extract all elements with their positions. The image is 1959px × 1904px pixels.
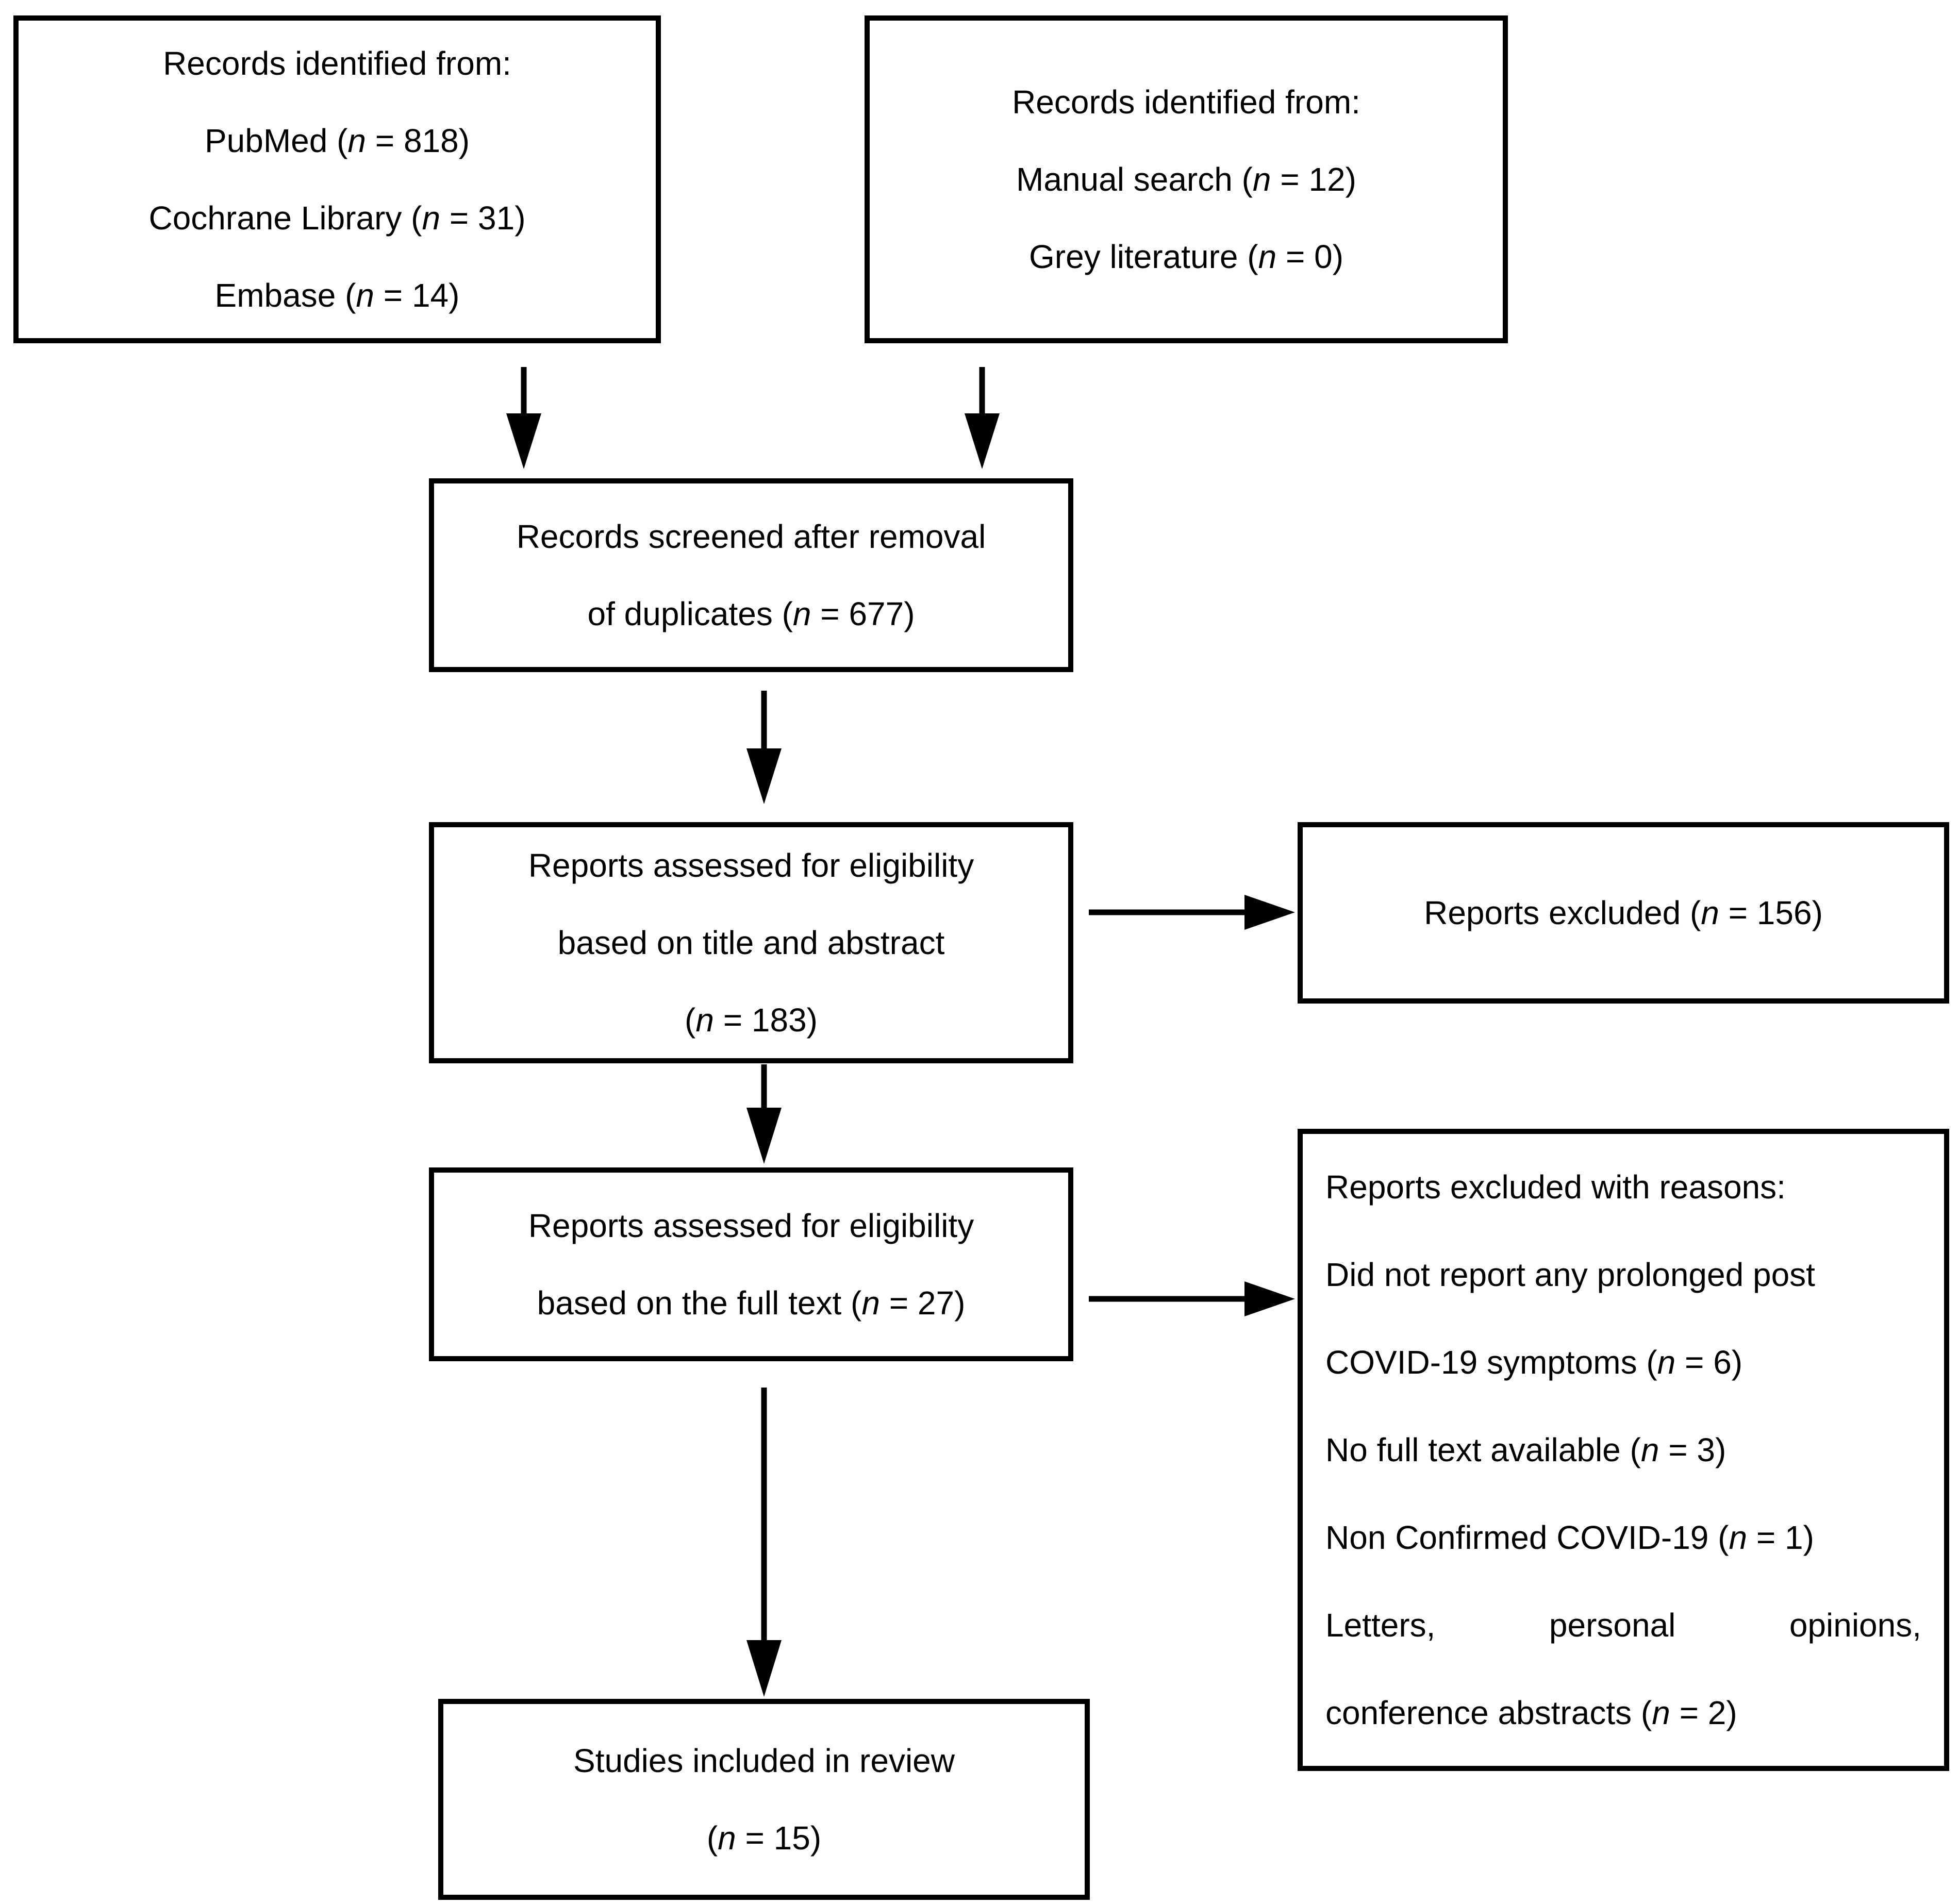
arrow-databases-to-screening: [506, 367, 541, 469]
text-line: Records identified from:: [1012, 83, 1360, 121]
arrow-full-text-to-included: [746, 1388, 782, 1697]
text-line: Reports excluded with reasons:: [1325, 1168, 1786, 1206]
text-line: (n = 183): [685, 1001, 818, 1039]
arrow-title-abstract-to-excluded: [1089, 895, 1295, 930]
text-line: PubMed (n = 818): [204, 122, 470, 159]
text-line: conference abstracts (n = 2): [1325, 1694, 1737, 1731]
text-line: Reports excluded (n = 156): [1424, 894, 1823, 931]
box-studies-included: Studies included in review (n = 15): [438, 1699, 1090, 1900]
text-line: Records screened after removal: [516, 518, 986, 555]
text-line: Did not report any prolonged post: [1325, 1256, 1815, 1293]
text-line: Records identified from:: [163, 45, 511, 82]
box-records-identified-other: Records identified from: Manual search (…: [865, 15, 1508, 343]
arrow-manual-search-to-screening: [965, 367, 1000, 469]
text-line: Grey literature (n = 0): [1029, 238, 1343, 275]
arrow-screening-to-title-abstract: [746, 691, 782, 804]
box-records-identified-databases: Records identified from: PubMed (n = 818…: [13, 15, 661, 343]
box-assessed-title-abstract: Reports assessed for eligibility based o…: [429, 822, 1073, 1063]
text-line: Studies included in review: [573, 1742, 955, 1779]
text-line: Manual search (n = 12): [1016, 161, 1356, 198]
box-reports-excluded-reasons: Reports excluded with reasons: Did not r…: [1298, 1129, 1949, 1771]
text-line: based on title and abstract: [557, 924, 945, 961]
text-line: (n = 15): [706, 1819, 822, 1857]
arrow-full-text-to-excluded-reasons: [1089, 1281, 1295, 1316]
text-line: COVID-19 symptoms (n = 6): [1325, 1344, 1743, 1381]
text-line: Reports assessed for eligibility: [528, 847, 974, 884]
text-line: Non Confirmed COVID-19 (n = 1): [1325, 1519, 1814, 1556]
text-line: Reports assessed for eligibility: [528, 1207, 974, 1244]
box-assessed-full-text: Reports assessed for eligibility based o…: [429, 1167, 1073, 1361]
text-line: No full text available (n = 3): [1325, 1431, 1726, 1468]
text-line: of duplicates (n = 677): [587, 595, 915, 632]
text-line: Cochrane Library (n = 31): [148, 199, 526, 237]
box-reports-excluded: Reports excluded (n = 156): [1298, 822, 1949, 1004]
arrow-title-abstract-to-full-text: [746, 1064, 782, 1164]
box-records-screened: Records screened after removal of duplic…: [429, 478, 1073, 672]
text-line: Embase (n = 14): [214, 277, 460, 314]
text-line: based on the full text (n = 27): [537, 1284, 966, 1322]
